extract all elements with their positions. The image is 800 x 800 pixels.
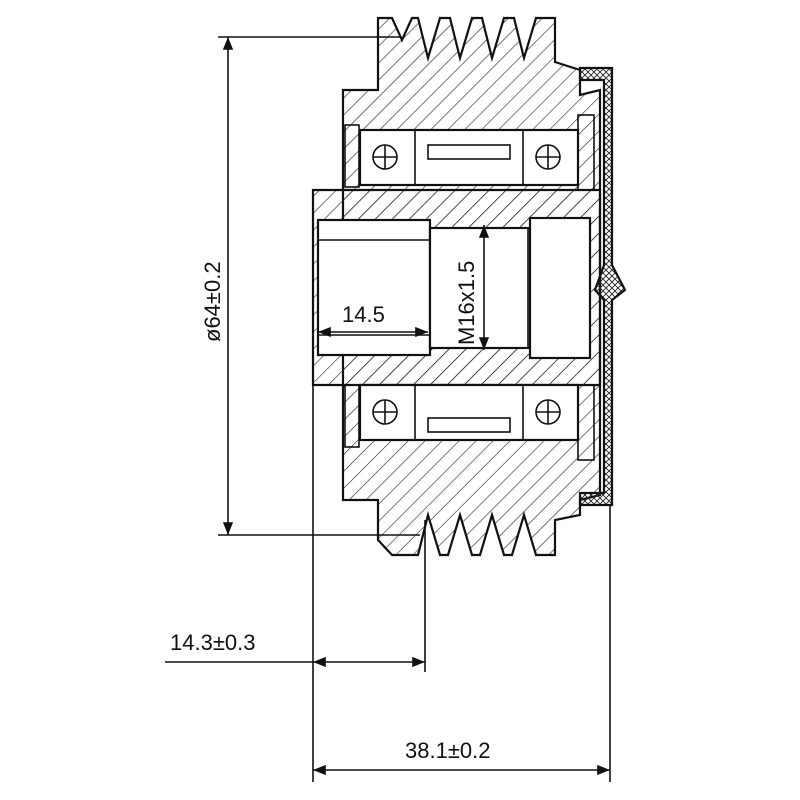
thread-label: M16x1.5: [454, 261, 479, 345]
dimension-lines: [165, 36, 611, 782]
cover-cap: [578, 66, 627, 507]
bearing-bottom: [344, 383, 595, 461]
bearing-top: [344, 114, 595, 191]
outer-diameter-label: ø64±0.2: [200, 261, 225, 342]
overall-length-label: 38.1±0.2: [405, 738, 490, 763]
bore-depth-label: 14.5: [342, 302, 385, 327]
groove-offset-label: 14.3±0.3: [170, 630, 255, 655]
